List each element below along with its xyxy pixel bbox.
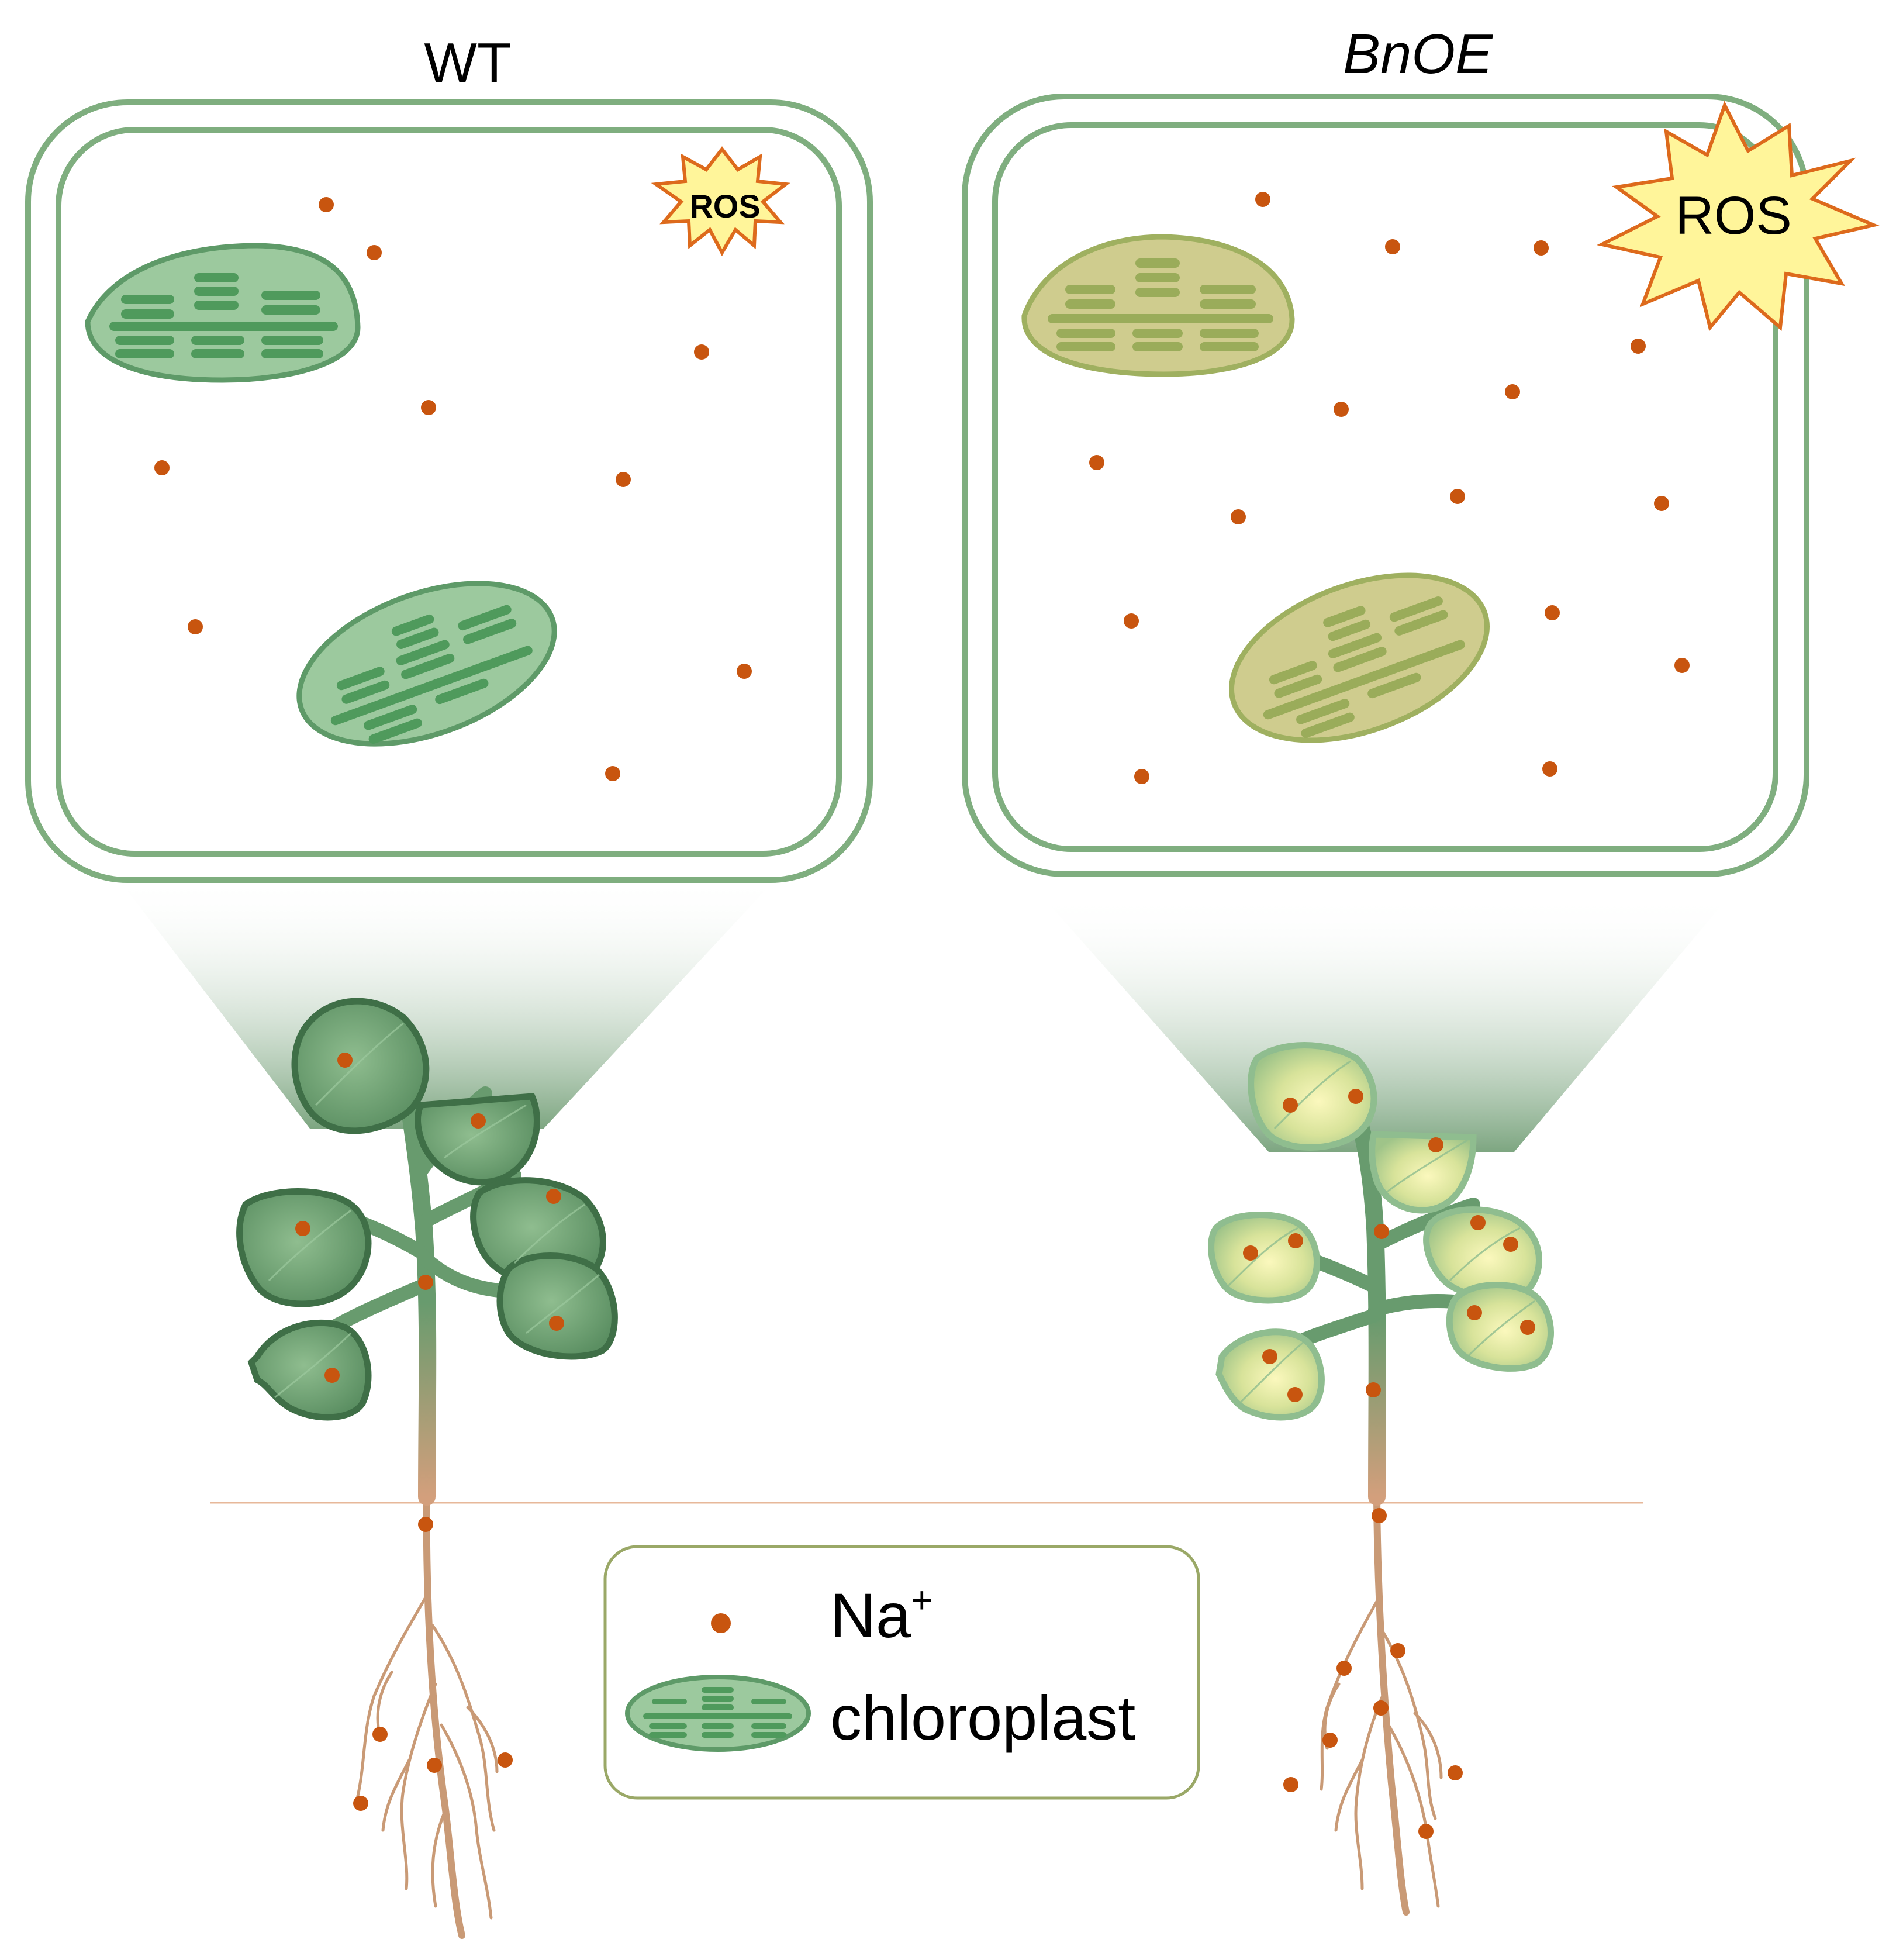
bnoe-plant-sodium-ion xyxy=(1520,1320,1535,1335)
wt-root-sodium-ion xyxy=(427,1758,442,1773)
bnoe-roots xyxy=(1320,1482,1443,1916)
bnoe-leaf xyxy=(1215,1328,1325,1421)
wt-ros-label: ROS xyxy=(689,188,760,225)
wt-zoom-beam xyxy=(117,877,778,1129)
bnoe-cell-sodium-ion xyxy=(1631,339,1646,354)
legend-sodium-swatch xyxy=(711,1613,731,1633)
wt-plant-sodium-ion xyxy=(295,1221,310,1236)
bnoe-cell-sodium-ion xyxy=(1134,769,1149,784)
legend-chloroplast-swatch xyxy=(625,1675,811,1752)
bnoe-root-sodium-ion xyxy=(1390,1643,1405,1658)
bnoe-cell-sodium-ion xyxy=(1231,509,1246,524)
bnoe-cell-sodium-ion xyxy=(1089,455,1104,470)
wt-leaf xyxy=(291,998,430,1134)
wt-cell-sodium-ion xyxy=(605,766,620,781)
wt-plant-sodium-ion xyxy=(546,1189,561,1204)
wt-plant-sodium-ion xyxy=(337,1053,353,1068)
bnoe-plant-sodium-ion xyxy=(1287,1387,1303,1402)
wt-ros-burst: ROS xyxy=(651,146,790,257)
bnoe-root-sodium-ion xyxy=(1448,1765,1463,1780)
bnoe-cell-sodium-ion xyxy=(1545,605,1560,620)
bnoe-plant-sodium-ion xyxy=(1243,1245,1258,1261)
bnoe-plant-sodium-ion xyxy=(1372,1508,1387,1523)
wt-cell-sodium-ion xyxy=(421,400,436,415)
bnoe-leaf xyxy=(1369,1131,1477,1214)
bnoe-plant-sodium-ion xyxy=(1470,1215,1486,1230)
wt-plant-sodium-ion xyxy=(549,1316,564,1331)
bnoe-cell-sodium-ion xyxy=(1674,658,1690,673)
wt-root-sodium-ion xyxy=(498,1752,513,1768)
bnoe-plant xyxy=(1208,1042,1554,1916)
wt-root-sodium-ion xyxy=(372,1727,388,1742)
wt-plant-sodium-ion xyxy=(418,1275,433,1290)
wt-leaf xyxy=(415,1093,540,1186)
wt-chloroplast xyxy=(296,581,557,747)
bnoe-plant-sodium-ion xyxy=(1288,1233,1303,1248)
bnoe-zoom-beam xyxy=(1041,895,1731,1152)
bnoe-plant-sodium-ion xyxy=(1428,1137,1443,1152)
bnoe-root-sodium-ion xyxy=(1283,1777,1298,1792)
bnoe-cell-sodium-ion xyxy=(1654,496,1669,511)
wt-roots xyxy=(355,1482,499,1939)
legend-na-label: Na xyxy=(830,1580,911,1651)
wt-chloroplast xyxy=(85,243,361,383)
bnoe-plant-sodium-ion xyxy=(1348,1089,1363,1104)
wt-cell-sodium-ion xyxy=(188,619,203,634)
wt-root-sodium-ion xyxy=(353,1796,368,1811)
bnoe-cell-sodium-ion xyxy=(1450,489,1465,504)
wt-cell-sodium-ion xyxy=(616,472,631,487)
bnoe-ros-label: ROS xyxy=(1675,186,1791,246)
bnoe-root-sodium-ion xyxy=(1373,1700,1389,1716)
wt-plant-sodium-ion xyxy=(418,1517,433,1532)
wt-leaf xyxy=(496,1252,618,1360)
bnoe-cell-sodium-ion xyxy=(1334,402,1349,417)
bnoe-cell-sodium-ion xyxy=(1124,613,1139,629)
legend-chloroplast-label: chloroplast xyxy=(830,1682,1135,1753)
wt-cell-sodium-ion xyxy=(154,460,170,475)
bnoe-plant-sodium-ion xyxy=(1262,1349,1277,1364)
bnoe-root-sodium-ion xyxy=(1418,1824,1434,1839)
wt-plant xyxy=(236,998,618,1939)
bnoe-cell-sodium-ion xyxy=(1534,240,1549,256)
wt-cell-sodium-ion xyxy=(319,197,334,212)
bnoe-plant-sodium-ion xyxy=(1283,1098,1298,1113)
bnoe-root-sodium-ion xyxy=(1322,1733,1338,1748)
bnoe-leaf xyxy=(1208,1212,1320,1304)
legend-na-superscript: + xyxy=(911,1579,932,1621)
wt-cell-sodium-ion xyxy=(367,245,382,260)
bnoe-plant-sodium-ion xyxy=(1374,1224,1389,1239)
bnoe-cell-sodium-ion xyxy=(1505,384,1520,399)
wt-cell-sodium-ion xyxy=(694,344,709,360)
wt-cell-sodium-ion xyxy=(737,664,752,679)
bnoe-chloroplast xyxy=(1021,234,1295,377)
wt-panel-title: WT xyxy=(424,32,511,94)
bnoe-cell-sodium-ion xyxy=(1385,239,1400,254)
legend: Na+ chloroplast xyxy=(603,1545,1200,1800)
bnoe-panel-title: BnOE xyxy=(1343,23,1493,85)
wt-plant-sodium-ion xyxy=(324,1368,340,1383)
sodium-ion-layer xyxy=(154,192,1690,1839)
bnoe-cell-sodium-ion xyxy=(1542,761,1557,777)
legend-na-row: Na+ xyxy=(830,1579,932,1651)
bnoe-root-sodium-ion xyxy=(1336,1661,1352,1676)
bnoe-plant-sodium-ion xyxy=(1366,1382,1381,1397)
bnoe-chloroplast xyxy=(1229,572,1490,743)
bnoe-ros-burst: ROS xyxy=(1597,101,1880,332)
bnoe-cell-sodium-ion xyxy=(1255,192,1270,207)
bnoe-plant-sodium-ion xyxy=(1503,1237,1518,1252)
bnoe-plant-sodium-ion xyxy=(1467,1305,1482,1320)
wt-plant-sodium-ion xyxy=(471,1113,486,1129)
